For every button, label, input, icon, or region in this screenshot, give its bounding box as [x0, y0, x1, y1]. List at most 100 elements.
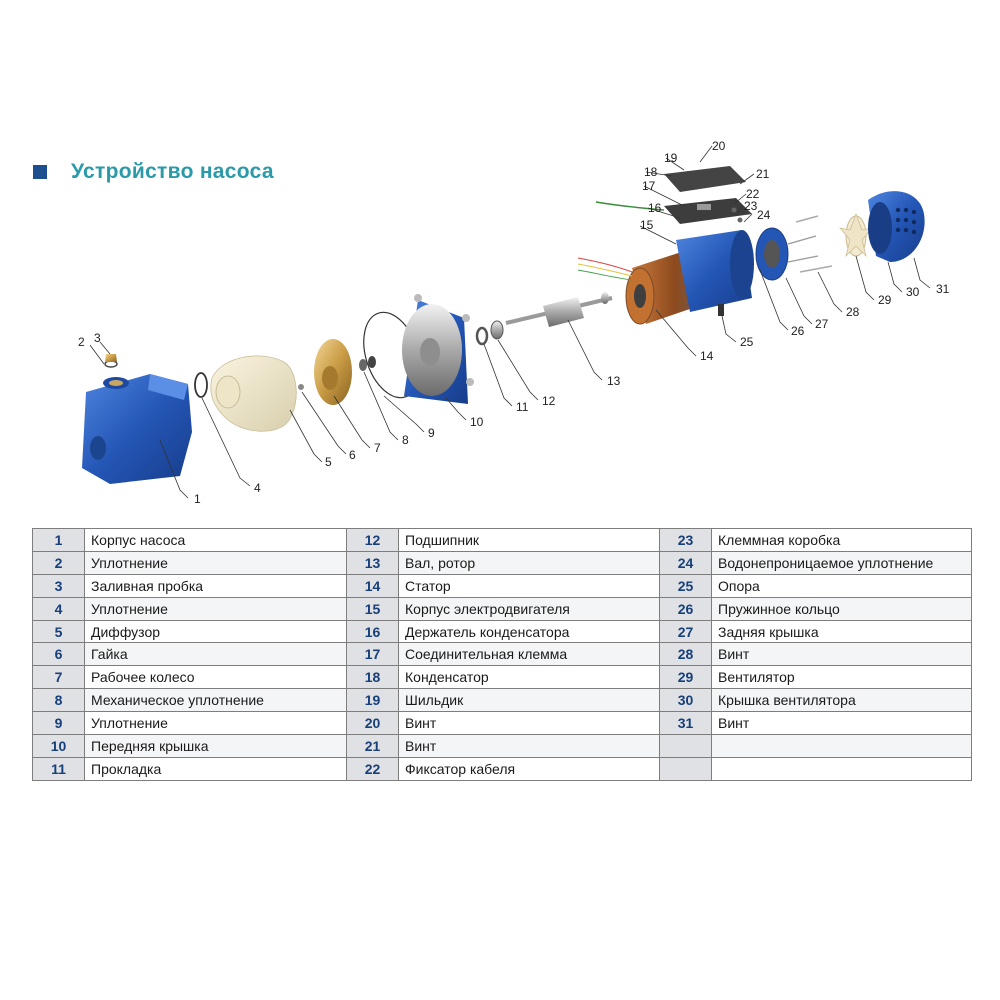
part-number-cell: 8 — [32, 688, 85, 713]
callout-14: 14 — [700, 349, 714, 363]
callout-11: 11 — [516, 400, 529, 414]
bearing-part — [475, 320, 504, 346]
part-number-cell: 23 — [659, 528, 712, 552]
part-name-cell: Уплотнение — [84, 596, 347, 621]
callout-27: 27 — [815, 317, 829, 331]
part-name-cell: Пружинное кольцо — [711, 596, 972, 621]
exploded-pump-diagram: 1 2 3 4 5 6 7 8 9 10 11 12 13 14 15 16 1… — [78, 139, 950, 506]
callout-28: 28 — [846, 305, 860, 319]
callout-19: 19 — [664, 151, 678, 165]
nut-part — [298, 384, 304, 390]
part-name-cell: Фиксатор кабеля — [398, 756, 660, 781]
part-number-cell: 26 — [659, 596, 712, 621]
part-name-cell: Корпус насоса — [84, 528, 347, 552]
part-number-cell: 10 — [32, 734, 85, 758]
part-name-cell: Уплотнение — [84, 550, 347, 575]
part-number-cell: 27 — [659, 619, 712, 644]
square-bullet-icon — [33, 165, 47, 179]
part-number-cell: 31 — [659, 711, 712, 736]
callout-30: 30 — [906, 285, 920, 299]
part-name-cell: Рабочее колесо — [84, 665, 347, 690]
page-title: Устройство насоса — [71, 160, 274, 183]
part-number-cell — [659, 756, 712, 781]
part-number-cell: 1 — [32, 528, 85, 552]
callout-18: 18 — [644, 165, 658, 179]
callout-8: 8 — [402, 433, 409, 447]
part-name-cell: Диффузор — [84, 619, 347, 644]
part-number-cell: 20 — [346, 711, 399, 736]
part-number-cell: 9 — [32, 711, 85, 736]
part-number-cell: 13 — [346, 550, 399, 575]
part-number-cell: 15 — [346, 596, 399, 621]
part-name-cell: Прокладка — [84, 756, 347, 781]
callout-25: 25 — [740, 335, 754, 349]
part-name-cell: Задняя крышка — [711, 619, 972, 644]
part-number-cell — [659, 734, 712, 758]
part-name-cell: Вентилятор — [711, 665, 972, 690]
part-name-cell: Гайка — [84, 642, 347, 667]
callout-23: 23 — [744, 199, 758, 213]
callout-7: 7 — [374, 441, 381, 455]
part-name-cell: Шильдик — [398, 688, 660, 713]
callout-1: 1 — [194, 492, 201, 506]
callout-5: 5 — [325, 455, 332, 469]
screws-part — [795, 215, 833, 273]
part-number-cell: 14 — [346, 573, 399, 598]
callout-24: 24 — [757, 208, 771, 222]
part-name-cell: Соединительная клемма — [398, 642, 660, 667]
part-number-cell: 7 — [32, 665, 85, 690]
callout-12: 12 — [542, 394, 556, 408]
callout-26: 26 — [791, 324, 805, 338]
callout-2: 2 — [78, 335, 85, 349]
part-name-cell: Вал, ротор — [398, 550, 660, 575]
callout-20: 20 — [712, 139, 726, 153]
o-ring-part — [194, 372, 208, 398]
part-number-cell: 18 — [346, 665, 399, 690]
filler-plug-part — [104, 354, 118, 368]
rotor-shaft-part — [505, 292, 613, 327]
part-number-cell: 21 — [346, 734, 399, 758]
part-name-cell: Держатель конденсатора — [398, 619, 660, 644]
part-number-cell: 16 — [346, 619, 399, 644]
callout-15: 15 — [640, 218, 654, 232]
part-number-cell: 25 — [659, 573, 712, 598]
part-name-cell: Крышка вентилятора — [711, 688, 972, 713]
part-number-cell: 5 — [32, 619, 85, 644]
diffuser-part — [210, 355, 297, 432]
part-name-cell: Клеммная коробка — [711, 528, 972, 552]
callout-4: 4 — [254, 481, 261, 495]
part-name-cell — [711, 734, 972, 758]
mechanical-seal-part — [359, 356, 376, 371]
rear-cover-part — [755, 227, 819, 281]
part-name-cell: Механическое уплотнение — [84, 688, 347, 713]
callout-9: 9 — [428, 426, 435, 440]
part-name-cell: Передняя крышка — [84, 734, 347, 758]
callout-3: 3 — [94, 331, 101, 345]
part-name-cell: Опора — [711, 573, 972, 598]
callout-21: 21 — [756, 167, 770, 181]
callout-16: 16 — [648, 201, 662, 215]
impeller-part — [314, 339, 352, 405]
part-number-cell: 30 — [659, 688, 712, 713]
part-number-cell: 2 — [32, 550, 85, 575]
part-name-cell: Подшипник — [398, 528, 660, 552]
part-number-cell: 22 — [346, 756, 399, 781]
section-header: Устройство насоса — [33, 157, 274, 187]
part-number-cell: 29 — [659, 665, 712, 690]
part-number-cell: 4 — [32, 596, 85, 621]
part-number-cell: 3 — [32, 573, 85, 598]
part-name-cell: Водонепроницаемое уплотнение — [711, 550, 972, 575]
callout-6: 6 — [349, 448, 356, 462]
terminal-box-part — [595, 166, 752, 224]
